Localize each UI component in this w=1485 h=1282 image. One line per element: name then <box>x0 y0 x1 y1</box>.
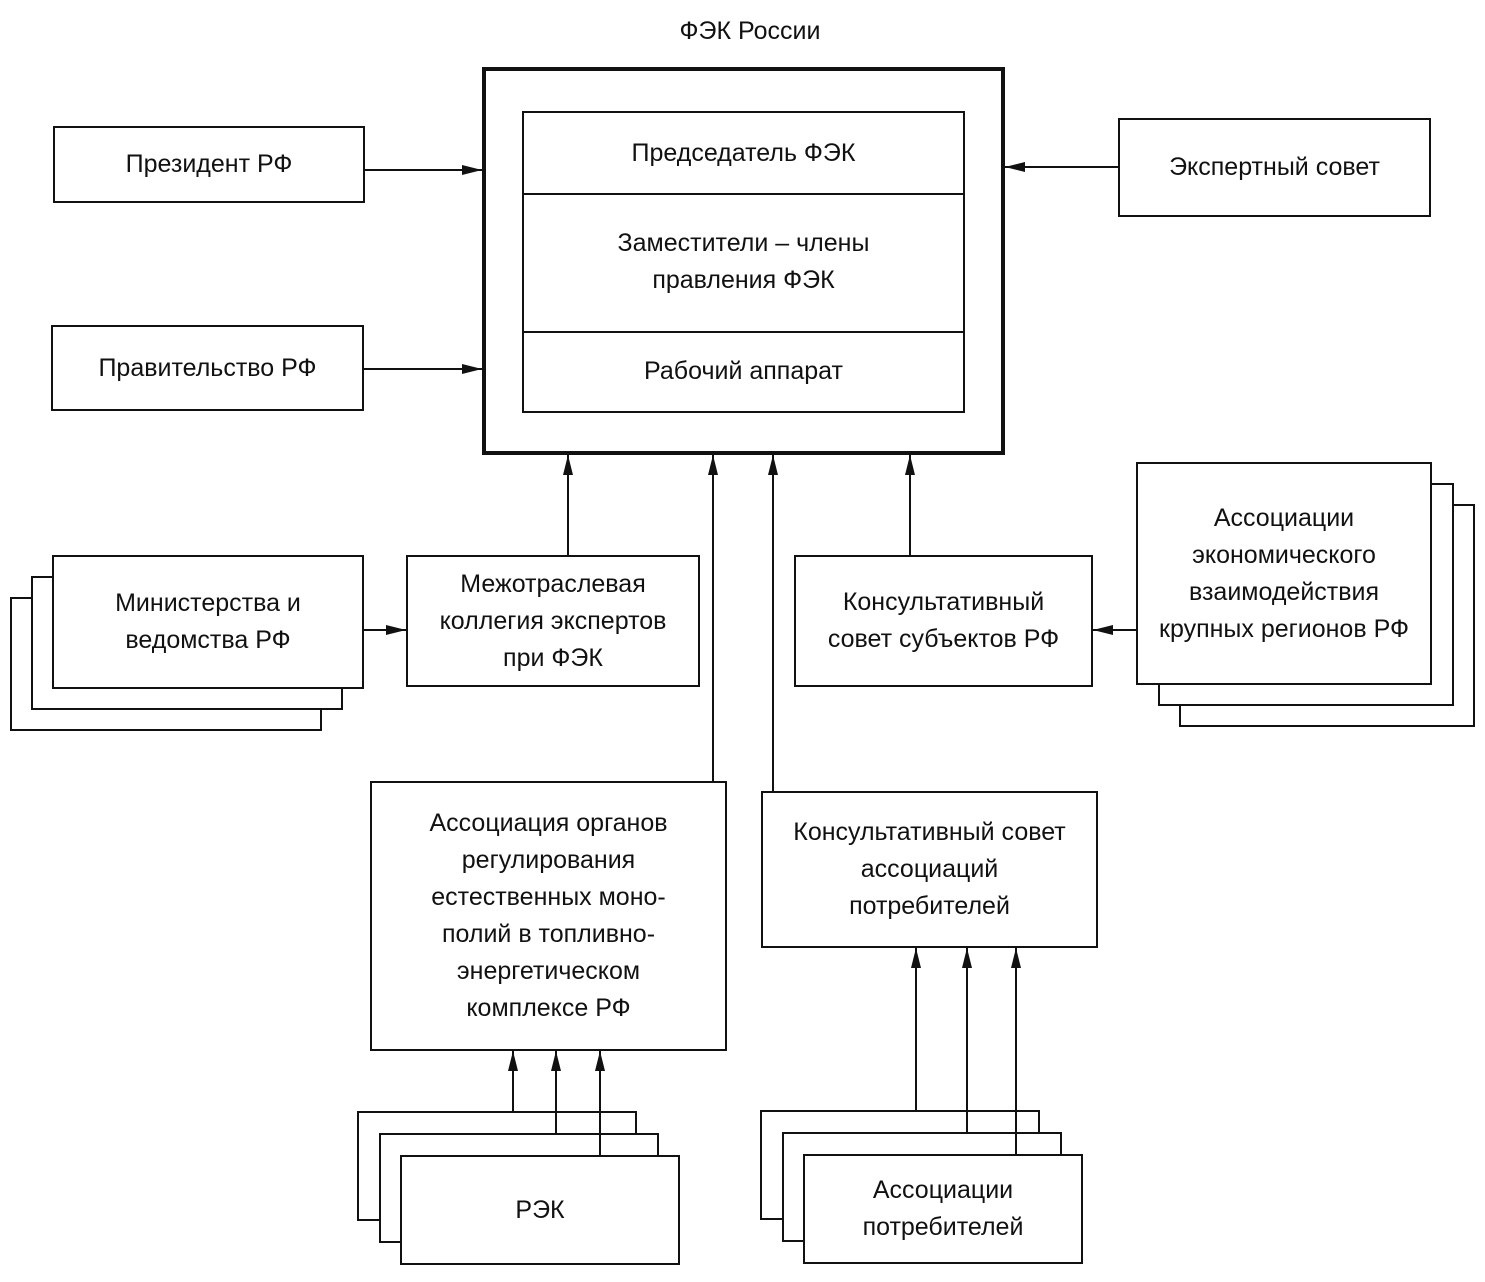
regulators-association-box: Ассоциация органов регулирования естеств… <box>370 781 727 1051</box>
fek-chairman: Председатель ФЭК <box>524 113 963 195</box>
consumer-council-box: Консультативный совет ассоциаций потреби… <box>761 791 1098 948</box>
expert-council-box: Экспертный совет <box>1118 118 1431 217</box>
fek-deputies: Заместители – члены правления ФЭК <box>524 193 963 333</box>
fek-staff: Рабочий аппарат <box>644 356 843 385</box>
intersectoral-board-box: Межотраслевая коллегия экспертов при ФЭК <box>406 555 700 687</box>
regional-associations-box: Ассоциации экономического взаимодействия… <box>1136 462 1432 685</box>
consumer-associations-box: Ассоциации потребителей <box>803 1154 1083 1264</box>
government-box: Правительство РФ <box>51 325 364 411</box>
consultative-subjects-box: Консультативный совет субъектов РФ <box>794 555 1093 687</box>
fek-block: Председатель ФЭК Заместители – члены пра… <box>482 67 1005 455</box>
ministries-box: Министерства и ведомства РФ <box>52 555 364 689</box>
rek-box: РЭК <box>400 1155 680 1265</box>
fek-inner-panel: Председатель ФЭК Заместители – члены пра… <box>522 111 965 413</box>
diagram-title: ФЭК России <box>679 17 821 45</box>
president-box: Президент РФ <box>53 126 365 203</box>
